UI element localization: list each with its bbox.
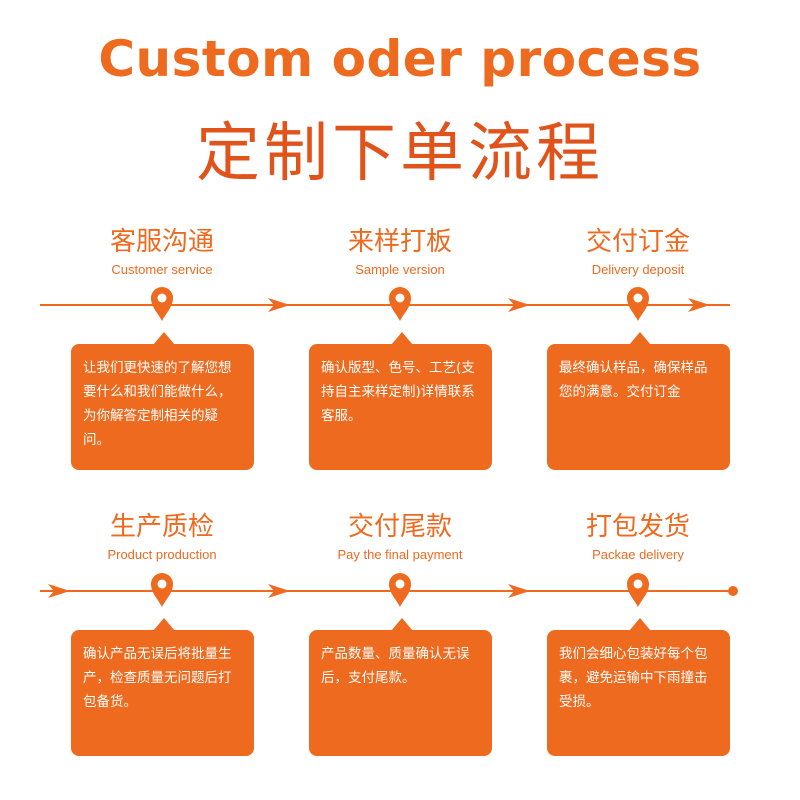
step-heading-product-production: 生产质检 Product production	[67, 511, 257, 562]
timeline-row-2	[40, 573, 738, 607]
step-card-sample-version: 确认版型、色号、工艺(支持自主来样定制)详情联系客服。	[309, 332, 492, 470]
timeline-row-1	[40, 287, 730, 321]
step-subtitle: Sample version	[355, 262, 445, 277]
step-subtitle: Delivery deposit	[591, 262, 685, 277]
step-title: 生产质检	[109, 512, 214, 542]
step-description: 确认产品无误后将批量生产，检查质量无问题后打包备货。	[83, 646, 232, 710]
step-card-package-delivery: 我们会细心包装好每个包裹，避免运输中下雨撞击受损。	[547, 618, 730, 756]
step-description: 产品数量、质量确认无误后，支付尾款。	[321, 646, 470, 686]
step-description: 让我们更快速的了解您想要什么和我们能做什么，为你解答定制相关的疑问。	[83, 360, 232, 448]
step-title: 来样打板	[347, 227, 452, 257]
step-heading-delivery-deposit: 交付订金 Delivery deposit	[543, 226, 733, 277]
end-dot-icon	[728, 586, 738, 596]
title-en: Custom oder process	[98, 30, 702, 88]
step-heading-package-delivery: 打包发货 Packae delivery	[543, 511, 733, 562]
step-card-product-production: 确认产品无误后将批量生产，检查质量无问题后打包备货。	[71, 618, 254, 756]
location-pin-icon	[151, 573, 173, 607]
arrow-icon	[268, 298, 290, 312]
step-title: 交付尾款	[347, 512, 452, 542]
arrow-icon	[688, 298, 710, 312]
location-pin-icon	[627, 573, 649, 607]
step-heading-sample-version: 来样打板 Sample version	[305, 226, 495, 277]
step-title: 打包发货	[585, 512, 690, 542]
step-title: 客服沟通	[109, 227, 214, 257]
location-pin-icon	[389, 573, 411, 607]
location-pin-icon	[151, 287, 173, 321]
step-subtitle: Pay the final payment	[337, 547, 463, 562]
arrow-icon	[268, 584, 290, 598]
step-subtitle: Customer service	[111, 262, 213, 277]
location-pin-icon	[389, 287, 411, 321]
step-title: 交付订金	[585, 227, 690, 257]
step-subtitle: Product production	[107, 547, 217, 562]
step-description: 最终确认样品，确保样品您的满意。交付订金	[559, 360, 708, 400]
arrow-icon	[48, 584, 70, 598]
step-heading-customer-service: 客服沟通 Customer service	[67, 226, 257, 277]
arrow-icon	[508, 584, 530, 598]
step-subtitle: Packae delivery	[592, 547, 684, 562]
step-description: 确认版型、色号、工艺(支持自主来样定制)详情联系客服。	[321, 360, 475, 424]
step-card-delivery-deposit: 最终确认样品，确保样品您的满意。交付订金	[547, 332, 730, 470]
location-pin-icon	[627, 287, 649, 321]
arrow-icon	[508, 298, 530, 312]
step-card-customer-service: 让我们更快速的了解您想要什么和我们能做什么，为你解答定制相关的疑问。	[71, 332, 254, 470]
step-description: 我们会细心包装好每个包裹，避免运输中下雨撞击受损。	[559, 646, 708, 710]
title-cn: 定制下单流程	[196, 117, 604, 191]
step-card-final-payment: 产品数量、质量确认无误后，支付尾款。	[309, 618, 492, 756]
step-heading-final-payment: 交付尾款 Pay the final payment	[305, 511, 495, 562]
